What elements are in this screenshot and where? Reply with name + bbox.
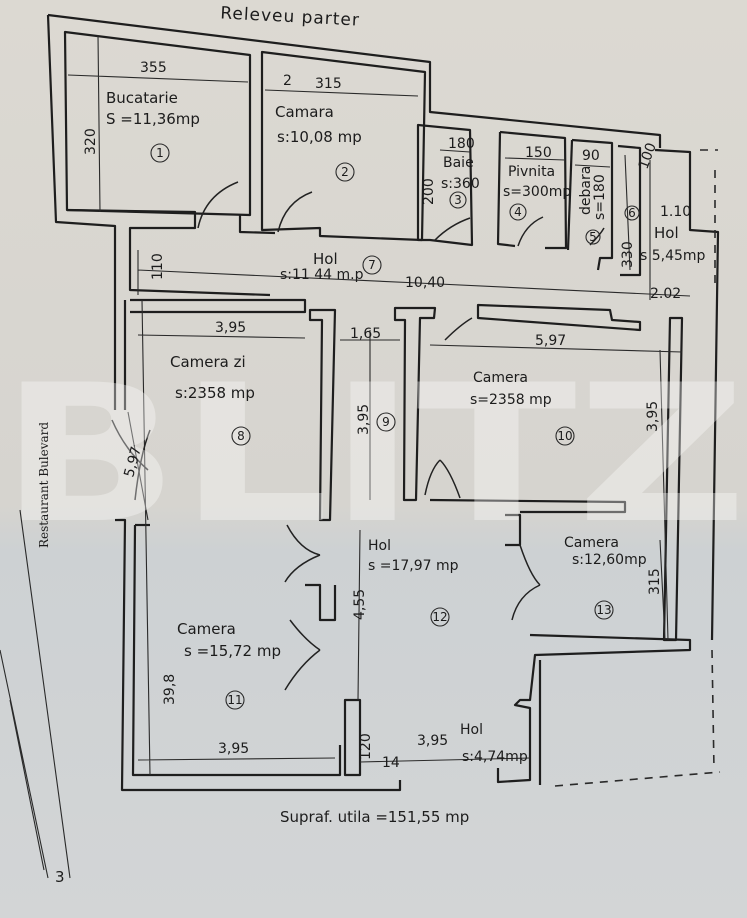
dimension: 4,55 [352,589,368,620]
dimension-lines [67,34,691,776]
room-7-hol: Hol s:11 44 m.p 7 110 10,40 [150,250,445,291]
dimension: 10,40 [405,275,445,291]
room-area: s:10,08 mp [277,128,362,146]
room-name: Camara [275,103,334,121]
room-area: s:12,60mp [572,552,647,568]
room-4-pivnita: Pivnita s=300mp 4 150 [503,145,571,221]
dimension: 200 [421,178,437,205]
room-13-camera: Camera s:12,60mp 13 315 [564,535,663,620]
dimension: 120 [358,733,374,760]
dimension: 110 [150,253,166,280]
room-5-debara: debara s=180 5 90 [578,148,608,245]
dimension: 3,95 [645,401,661,432]
room-2-camara: Camara s:10,08 mp 2 2 315 [275,73,362,182]
room-9: 9 1,65 3,95 [350,326,396,435]
room-area: s =15,72 mp [184,642,281,660]
room-number: 2 [341,165,349,179]
room-area: s=300mp [503,184,571,200]
room-area: s 5,45mp [640,248,706,264]
room-area: s=2358 mp [470,392,552,408]
dimension: 355 [140,60,167,76]
room-name: Hol [368,538,391,554]
dimension: 3,95 [218,741,249,757]
dimension: 320 [83,128,99,155]
room-number: 10 [557,429,572,443]
dimension: 90 [582,148,600,164]
room-number: 12 [432,610,447,624]
room-name: Camera [473,370,528,386]
room-number: 3 [454,193,462,207]
room-area: s:360 [441,176,480,192]
room-area: s=180 [592,174,608,220]
dimension: 315 [647,568,663,595]
room-number: 5 [589,230,597,244]
room-name: debara [578,166,594,215]
room-name: Bucatarie [106,89,178,107]
room-number: 8 [237,429,245,443]
room-name: Camera [564,535,619,551]
room-number: 13 [596,603,611,617]
room-10-camera: Camera s=2358 mp 10 5,97 3,95 [470,333,661,446]
room-14-hol: Hol s:4,74mp 14 3,95 120 [358,722,528,771]
room-name: Hol [313,250,338,268]
dimension: 1,65 [350,326,381,342]
room-number: 6 [628,206,636,220]
room-area: s =17,97 mp [368,558,459,574]
dimension: 3,95 [215,320,246,336]
room-name: Pivnita [508,164,555,180]
dimension: 5,97 [535,333,566,349]
room-name: Camera [177,620,236,638]
room-name: Hol [654,224,679,242]
dimension: 315 [315,76,342,92]
room-number: 7 [368,258,376,272]
room-name: Camera zi [170,353,246,371]
room-number: 11 [227,693,242,707]
dimension: 2.02 [650,286,681,302]
walls [46,13,721,792]
usable-area-total: Supraf. utila =151,55 mp [280,808,469,826]
room-6-hol: Hol s 5,45mp 6 100 1.10 330 2.02 [620,141,706,302]
room-area: s:4,74mp [462,749,528,765]
dimension: 330 [620,241,636,268]
dimension: 5,97 [121,445,145,479]
room-number: 1 [156,146,164,160]
room-name: Baie [443,155,474,171]
watermark: BLITZ [0,344,747,565]
dimension: 1.10 [660,204,691,220]
dimension: 39,8 [162,674,178,705]
dimension: 2 [283,73,292,89]
dimension: 3,95 [417,733,448,749]
dimension: 3,95 [356,404,372,435]
site-boundary [0,509,71,879]
room-number: 9 [382,415,390,429]
room-number: 14 [382,755,400,771]
corner-mark: 3 [55,868,65,886]
room-8-camera-zi: Camera zi s:2358 mp 8 3,95 5,97 [121,320,255,479]
room-name: Hol [460,722,483,738]
room-1-bucatarie: Bucatarie S =11,36mp 1 355 320 [83,60,200,163]
dimension: 150 [525,145,552,161]
room-12-hol: Hol s =17,97 mp 12 4,55 [352,538,459,627]
room-area: s:11 44 m.p [280,267,364,283]
room-area: s:2358 mp [175,384,255,402]
dimension: 180 [448,136,475,152]
room-3-baie: Baie s:360 3 180 200 [421,136,480,209]
room-area: S =11,36mp [106,110,200,128]
room-number: 4 [514,205,522,219]
room-11-camera: Camera s =15,72 mp 11 39,8 3,95 [162,620,281,757]
street-label: Restaurant Bulevard [37,422,51,548]
